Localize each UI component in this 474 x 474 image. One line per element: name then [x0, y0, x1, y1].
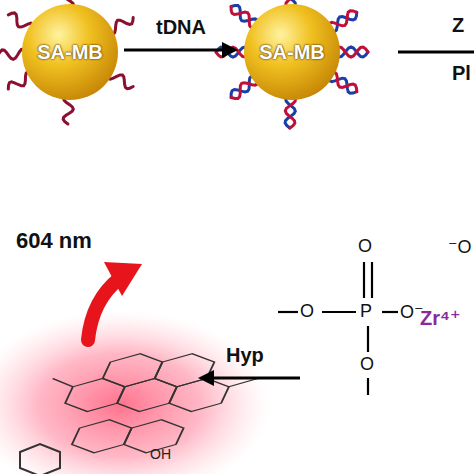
reaction-arrow — [124, 42, 238, 58]
atom-label: OH — [150, 446, 171, 462]
magnetic-bead: SA-MB — [244, 4, 340, 100]
fluorescence-glow — [0, 310, 270, 474]
atom-label: O⁻ — [400, 301, 424, 323]
reagent-label: Pl — [452, 62, 471, 85]
reagent-label: Z — [452, 14, 464, 37]
zirconium-ion: Zr⁴⁺ — [420, 306, 460, 330]
bead-label: SA-MB — [37, 41, 103, 64]
dna-strands — [0, 0, 368, 128]
magnetic-bead: SA-MB — [22, 4, 118, 100]
atom-label: O — [358, 236, 372, 257]
arrow-label: tDNA — [156, 16, 206, 39]
emission-arrow — [88, 262, 142, 340]
phenyl-fragment — [20, 444, 60, 474]
atom-label: P — [360, 301, 372, 322]
atom-label: O — [360, 354, 374, 375]
arrow-label: Hyp — [226, 344, 264, 367]
phosphate-bonds — [278, 262, 398, 395]
emission-wavelength: 604 nm — [16, 228, 92, 254]
bead-label: SA-MB — [259, 41, 325, 64]
atom-label: ⁻O — [448, 236, 472, 258]
reaction-arrow — [398, 52, 474, 53]
hypericin-molecule — [18, 354, 269, 453]
binding-arrow — [198, 370, 300, 386]
atom-label: O — [300, 301, 314, 322]
